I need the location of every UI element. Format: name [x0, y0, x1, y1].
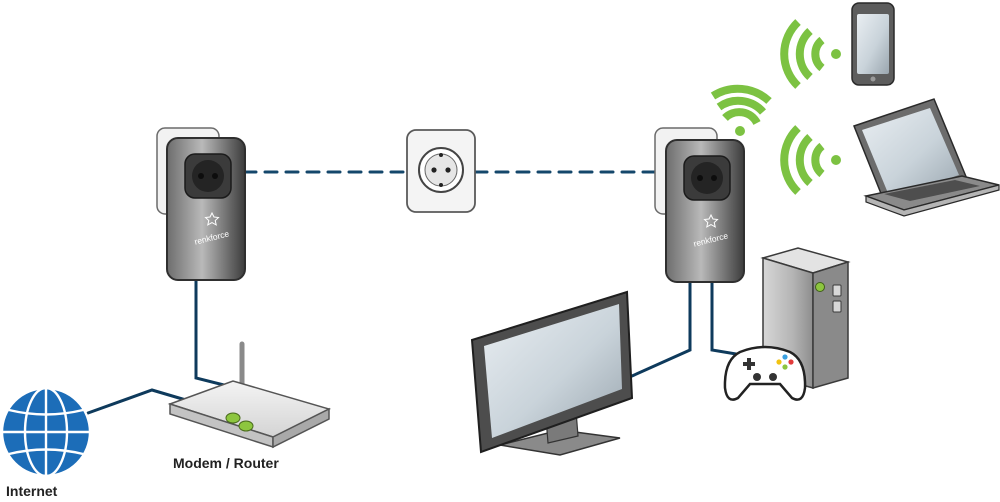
adapter-tv-cable — [630, 278, 692, 378]
router-led-1 — [225, 412, 241, 424]
wifi-signal-adapter-icon — [710, 84, 772, 136]
wall-socket — [406, 129, 476, 213]
gamepad-icon — [723, 345, 807, 401]
renkforce-logo-icon — [703, 213, 719, 228]
laptop-icon — [850, 96, 1000, 217]
globe-icon — [0, 386, 92, 478]
wifi-signal-phone-icon — [780, 19, 841, 89]
modem-router-label: Modem / Router — [173, 455, 279, 471]
powerline-adapter-left: renkforce — [156, 127, 246, 281]
powerline-adapter-right: renkforce — [654, 127, 745, 283]
internet-label: Internet — [6, 483, 58, 499]
television-icon — [470, 290, 634, 456]
console-power-led — [815, 282, 825, 292]
adapter-router-cable — [194, 277, 230, 388]
smartphone-icon — [851, 2, 895, 86]
wifi-signal-laptop-icon — [780, 125, 841, 195]
adapter-console-cable — [710, 278, 762, 360]
renkforce-logo-icon — [204, 211, 220, 226]
modem-router — [167, 341, 332, 449]
internet-router-cable — [86, 388, 198, 415]
router-led-2 — [238, 420, 254, 432]
